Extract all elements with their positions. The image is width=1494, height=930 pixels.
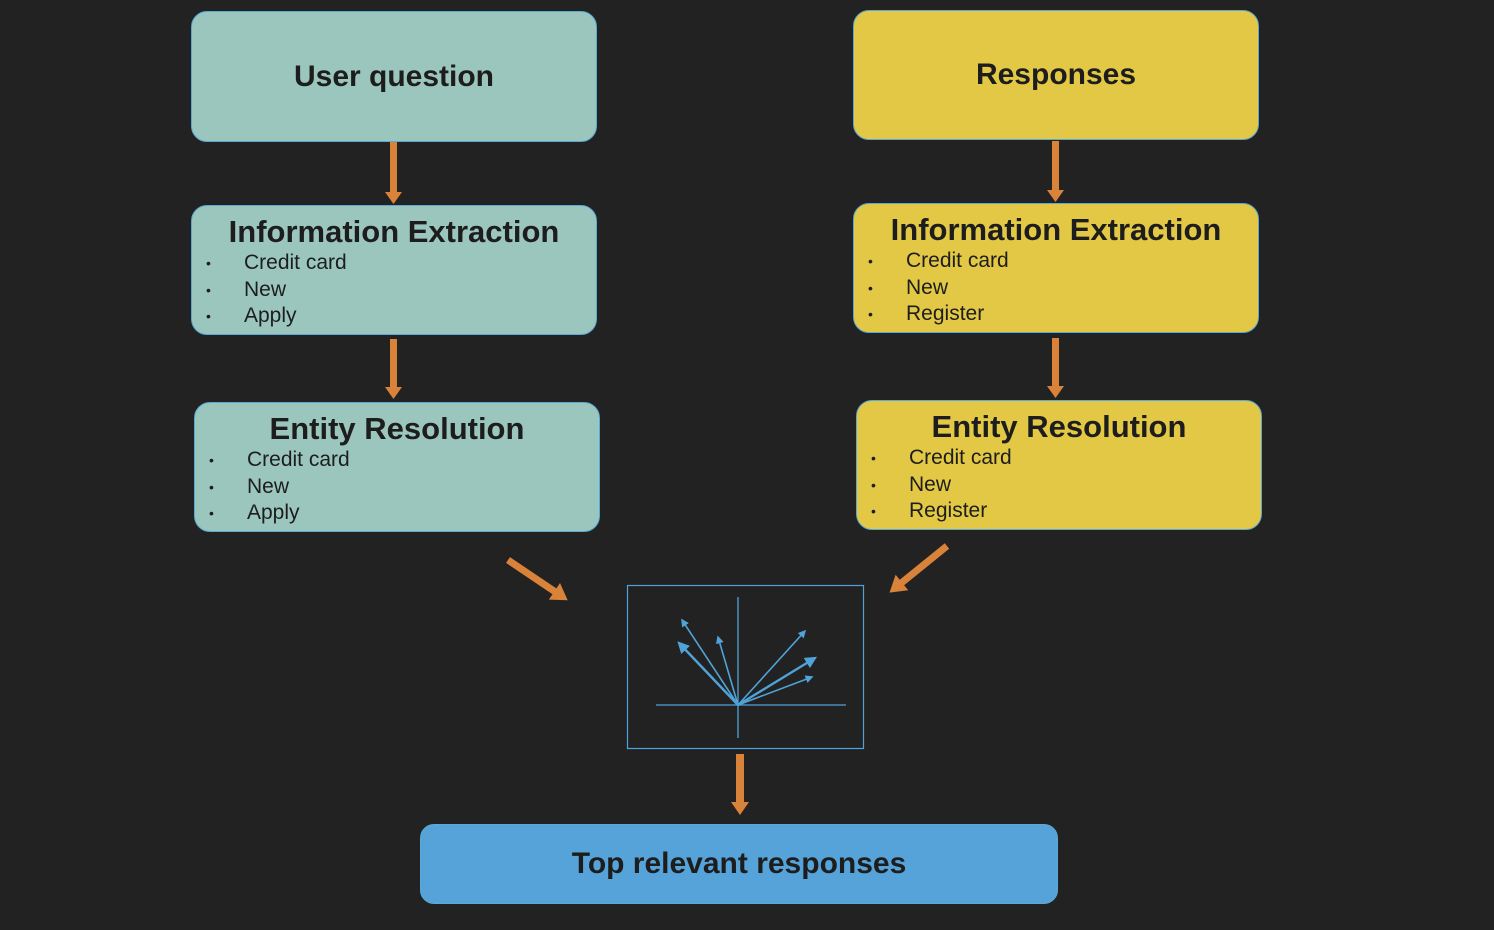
arrow-left-1: [385, 142, 402, 204]
responses-box: Responses: [853, 10, 1259, 140]
left-entity-resolution-box: Entity Resolution •Credit card •New •App…: [194, 402, 600, 532]
arrow-to-output: [731, 754, 749, 815]
vector-arrow: [737, 675, 814, 706]
left-information-extraction-title: Information Extraction: [228, 214, 560, 249]
list-item: •Credit card: [871, 446, 1012, 469]
left-extraction-list: •Credit card •New •Apply: [206, 250, 347, 330]
list-item: •Credit card: [868, 249, 1009, 272]
right-resolution-list: •Credit card •New •Register: [871, 445, 1012, 525]
right-entity-resolution-box: Entity Resolution •Credit card •New •Reg…: [856, 400, 1262, 530]
responses-title: Responses: [975, 58, 1137, 91]
top-relevant-responses-box: Top relevant responses: [420, 824, 1058, 904]
right-extraction-list: •Credit card •New •Register: [868, 248, 1009, 328]
arrow-right-2: [1047, 338, 1064, 398]
vector-arrow: [737, 656, 818, 707]
user-question-box: User question: [191, 11, 597, 142]
arrow-to-vector-right: [889, 543, 950, 593]
left-information-extraction-box: Information Extraction •Credit card •New…: [191, 205, 597, 335]
right-entity-resolution-title: Entity Resolution: [931, 409, 1187, 444]
vector-arrow: [681, 618, 739, 706]
vector-frame: [626, 584, 865, 750]
arrow-left-2: [385, 339, 402, 399]
arrow-to-vector-left: [506, 557, 568, 601]
list-item: •Apply: [209, 501, 300, 524]
user-question-title: User question: [293, 59, 495, 93]
list-item: •Credit card: [206, 251, 347, 274]
top-relevant-responses-title: Top relevant responses: [571, 847, 907, 880]
list-item: •Credit card: [209, 448, 350, 471]
arrow-right-1: [1047, 141, 1064, 202]
right-information-extraction-box: Information Extraction •Credit card •New…: [853, 203, 1259, 333]
list-item: •New: [868, 275, 949, 299]
list-item: •New: [209, 474, 290, 498]
list-item: •Register: [871, 499, 988, 522]
left-resolution-list: •Credit card •New •Apply: [209, 447, 350, 527]
vector-arrow: [715, 635, 739, 706]
vector-arrow: [737, 629, 807, 706]
vector-arrow: [677, 641, 739, 706]
left-entity-resolution-title: Entity Resolution: [269, 411, 525, 446]
list-item: •New: [871, 472, 952, 496]
list-item: •New: [206, 277, 287, 301]
right-information-extraction-title: Information Extraction: [890, 212, 1222, 247]
list-item: •Apply: [206, 304, 297, 327]
list-item: •Register: [868, 302, 985, 325]
